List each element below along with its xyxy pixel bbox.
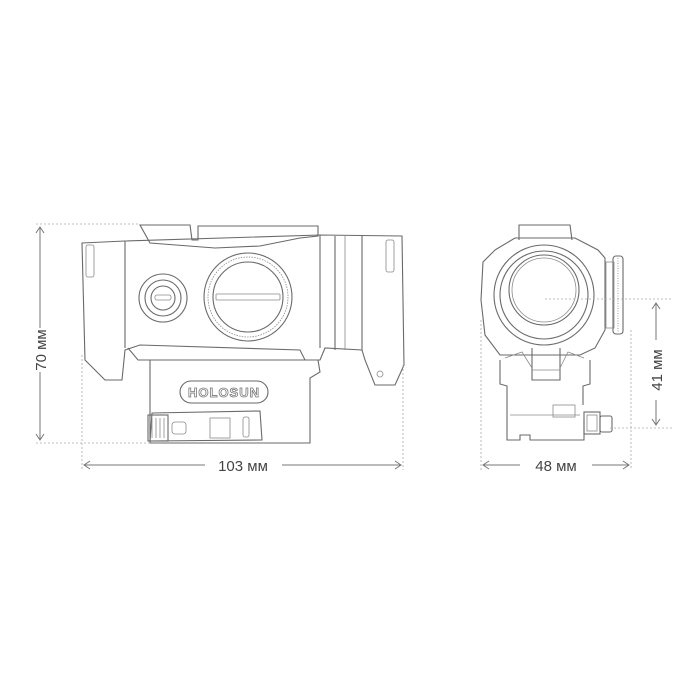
- height-dimension-label: 70 мм: [33, 329, 50, 370]
- side-view-drawing: HOLOSUN: [81, 224, 405, 444]
- optical-axis-height-label: 41 мм: [649, 349, 666, 390]
- length-dimension-label: 103 мм: [218, 458, 268, 475]
- front-view-drawing: [480, 224, 624, 441]
- width-dimension-label: 48 мм: [535, 458, 576, 475]
- holosun-logo: HOLOSUN: [188, 385, 260, 400]
